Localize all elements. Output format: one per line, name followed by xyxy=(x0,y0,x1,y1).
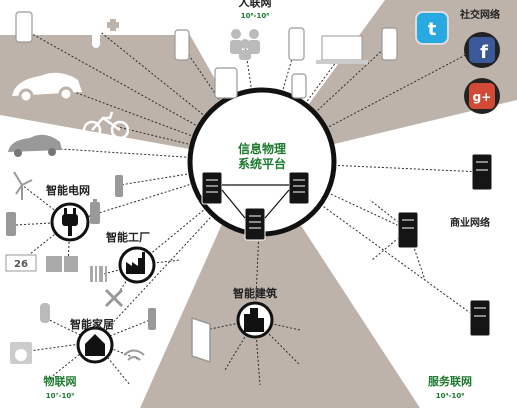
smart-building-label: 智能建筑 xyxy=(233,286,277,300)
business-network-label: 商业网络 xyxy=(450,216,490,229)
twitter-icon: t xyxy=(415,11,449,45)
phone-icon xyxy=(381,27,398,61)
phone-icon xyxy=(291,73,307,99)
wedge-bottom xyxy=(140,224,420,408)
bicycle-icon xyxy=(82,111,130,140)
electric-car-icon xyxy=(8,134,62,157)
phone-icon xyxy=(174,29,190,61)
center-label-line1: 信息物理 xyxy=(238,141,286,156)
factory-icon xyxy=(126,252,145,274)
signal-icon xyxy=(123,349,145,361)
server-icon xyxy=(288,171,310,205)
people-network-range: 10⁶-10⁸ xyxy=(241,12,270,20)
iot-title: 物联网 xyxy=(44,374,77,388)
social-network-label: 社交网络 xyxy=(459,8,500,21)
svg-text:t: t xyxy=(428,19,437,40)
facebook-icon: f xyxy=(464,32,500,68)
smart-grid-label: 智能电网 xyxy=(46,183,90,197)
svg-text:26: 26 xyxy=(14,259,28,270)
smart-factory-hub xyxy=(118,246,156,284)
building-icon xyxy=(244,308,264,332)
house-icon xyxy=(85,334,105,356)
server-icon xyxy=(397,211,419,249)
people-group-icon xyxy=(230,29,260,60)
phone-icon xyxy=(15,11,33,43)
charger-icon xyxy=(115,175,123,197)
phone-icon xyxy=(288,27,305,61)
server-icon xyxy=(244,207,266,241)
tools-icon xyxy=(104,288,124,308)
light-bulb-icon xyxy=(40,303,50,323)
server-links xyxy=(221,184,290,219)
server-icon xyxy=(469,299,491,337)
washing-machine-icon xyxy=(10,342,32,364)
smart-factory-label: 智能工厂 xyxy=(106,230,150,244)
solar-panel-icon xyxy=(46,256,78,272)
barcode-icon xyxy=(90,266,107,282)
svg-text:f: f xyxy=(480,42,488,63)
laptop-icon xyxy=(316,35,368,64)
temperature-display-icon: 26 xyxy=(5,254,37,272)
tablet-icon xyxy=(214,67,238,99)
service-network-title: 服务联网 xyxy=(428,374,472,388)
door-icon xyxy=(191,316,211,364)
electric-car-icon xyxy=(12,72,82,104)
service-network-range: 10⁴-10⁶ xyxy=(436,392,465,400)
center-label-line2: 系统平台 xyxy=(238,156,286,171)
server-icon xyxy=(471,153,493,191)
wedge-top-right xyxy=(268,0,517,160)
wind-turbine-icon xyxy=(13,171,33,200)
battery-icon xyxy=(90,199,100,224)
smart-home-label: 智能家居 xyxy=(70,317,114,331)
charger-icon xyxy=(148,308,156,330)
google-plus-icon: g+ xyxy=(464,78,500,114)
charger-icon xyxy=(6,212,16,236)
iot-range: 10⁷-10⁹ xyxy=(46,392,75,400)
medical-thermometer-icon xyxy=(92,8,122,48)
svg-text:g+: g+ xyxy=(473,90,492,104)
plug-icon xyxy=(62,208,78,236)
server-icon xyxy=(201,171,223,205)
people-network-title: 人联网 xyxy=(239,0,272,9)
